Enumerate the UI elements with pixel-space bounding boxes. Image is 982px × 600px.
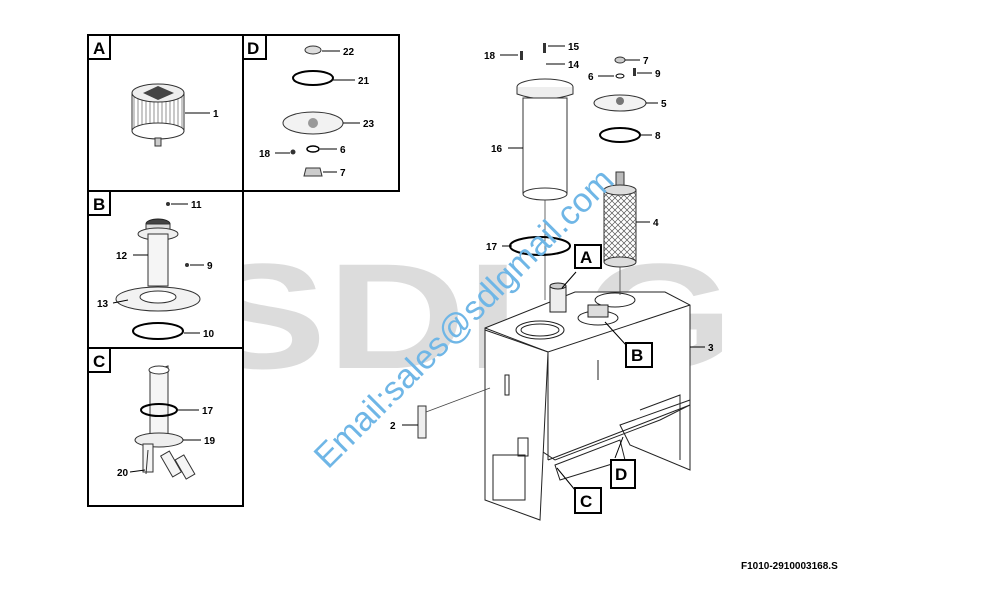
label-main-6: 6: [588, 72, 594, 83]
suction-pipe-drawing: [134, 365, 196, 480]
label-c-17: 17: [202, 406, 214, 417]
label-b-9: 9: [207, 261, 213, 272]
label-d-6: 6: [340, 145, 346, 156]
label-main-8: 8: [655, 131, 661, 142]
hydraulic-tank-drawing: [484, 282, 691, 521]
callout-c-letter: C: [580, 492, 592, 511]
breather-parts-drawing: [282, 45, 344, 177]
label-main-14: 14: [568, 60, 580, 71]
detail-box-c: C 17 19 20: [87, 347, 244, 507]
label-b-10: 10: [203, 329, 215, 340]
label-main-4: 4: [653, 218, 659, 229]
main-labels: 18 15 14 16 17 7 6 9 5 8 4 3 2: [390, 42, 714, 432]
callout-a-letter: A: [580, 248, 592, 267]
label-c-20: 20: [117, 468, 129, 479]
label-d-22: 22: [343, 47, 355, 58]
main-parts-drawing: [417, 43, 647, 439]
label-b-13: 13: [97, 299, 109, 310]
detail-box-b-letter: B: [93, 195, 105, 214]
detail-box-c-letter: C: [93, 352, 105, 371]
detail-box-b: B 11 12 9 13 10: [87, 190, 244, 349]
label-b-12: 12: [116, 251, 128, 262]
label-d-18: 18: [259, 149, 271, 160]
label-main-3: 3: [708, 343, 714, 354]
detail-box-a-letter: A: [93, 39, 105, 58]
detail-box-d: D 22 21 23 18 6 7: [242, 34, 400, 192]
callout-b: B: [604, 321, 653, 368]
callout-d-letter: D: [615, 465, 627, 484]
filler-neck-drawing: [115, 202, 201, 340]
label-b-11: 11: [191, 200, 202, 211]
label-d-21: 21: [358, 76, 370, 87]
callout-b-letter: B: [631, 346, 643, 365]
label-main-2: 2: [390, 421, 396, 432]
detail-box-a: A 1: [87, 34, 244, 192]
label-c-19: 19: [204, 436, 216, 447]
label-d-23: 23: [363, 119, 375, 130]
callout-c: C: [556, 467, 602, 514]
label-d-7: 7: [340, 168, 346, 179]
label-main-7: 7: [643, 56, 649, 67]
label-main-5: 5: [661, 99, 667, 110]
label-a-1: 1: [213, 109, 219, 120]
detail-box-d-letter: D: [247, 39, 259, 58]
callout-a: A: [561, 244, 602, 289]
filler-cap-drawing: [131, 83, 185, 147]
label-main-9: 9: [655, 69, 661, 80]
label-main-18: 18: [484, 51, 496, 62]
label-main-15: 15: [568, 42, 580, 53]
figure-code: F1010-2910003168.S: [741, 561, 838, 572]
callout-d: D: [610, 436, 636, 489]
label-main-16: 16: [491, 144, 503, 155]
label-main-17: 17: [486, 242, 498, 253]
